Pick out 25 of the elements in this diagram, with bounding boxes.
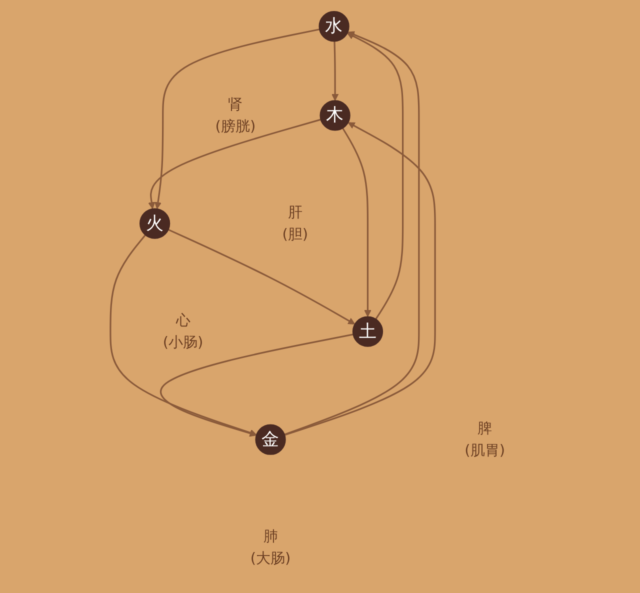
node-circle: 金 xyxy=(255,424,286,455)
arrow xyxy=(168,228,356,324)
node-label: 脾 xyxy=(478,420,492,438)
node-label: (小肠) xyxy=(163,334,204,351)
arrow xyxy=(342,128,372,317)
arrow xyxy=(284,122,436,436)
arrow xyxy=(284,31,420,436)
arrow xyxy=(332,41,339,101)
node-circle: 火 xyxy=(140,208,170,239)
arrow xyxy=(160,334,354,437)
arrow xyxy=(154,28,320,210)
node-circle: 木 xyxy=(320,100,351,131)
node-label: (肌胃) xyxy=(464,442,506,459)
arrow xyxy=(347,32,404,320)
node-label: 肝 xyxy=(288,204,303,222)
node-circle: 土 xyxy=(352,316,384,347)
arrow xyxy=(148,118,322,210)
node-label: 肾 xyxy=(228,96,243,114)
node-label: (胆) xyxy=(282,226,308,243)
node-circle: 水 xyxy=(318,11,350,42)
node-label: (大肠) xyxy=(250,550,291,568)
node-label: 肺 xyxy=(263,528,278,546)
node-label: (膀胱) xyxy=(215,118,256,135)
node-label: 心 xyxy=(176,312,190,330)
arrow xyxy=(110,234,257,436)
